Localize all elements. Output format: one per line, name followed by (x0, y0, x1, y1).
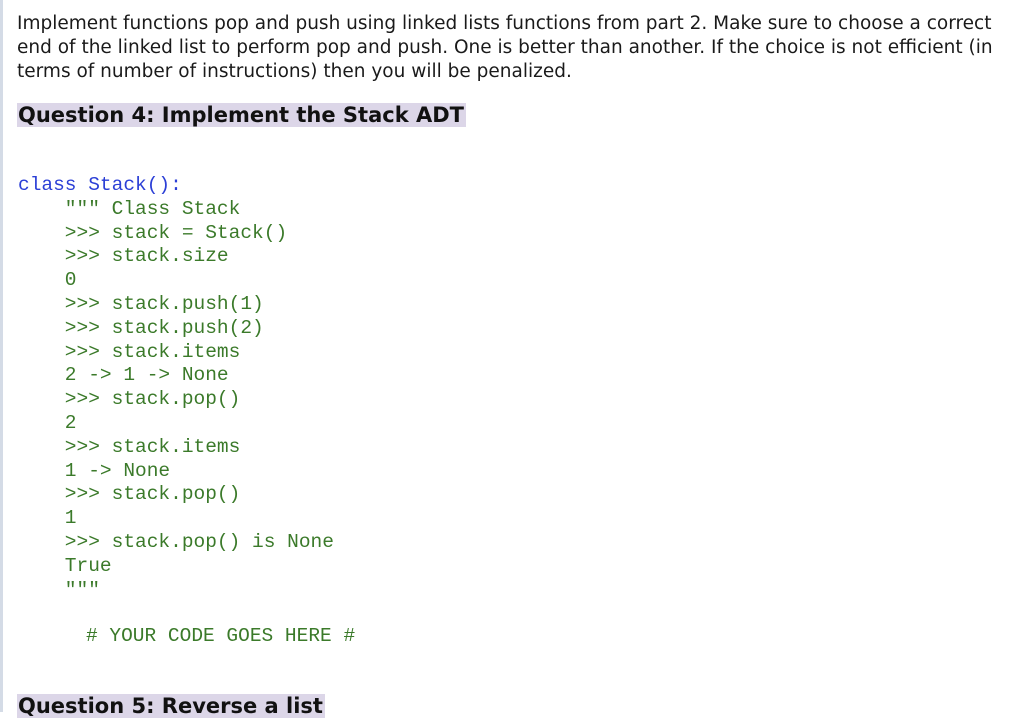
docstring-line: >>> stack.push(2) (18, 316, 264, 339)
docstring-line: 1 -> None (18, 459, 171, 482)
your-code-goes-here-comment: # YOUR CODE GOES HERE # (86, 625, 356, 647)
stack-class-code-block: class Stack(): """ Class Stack >>> stack… (18, 174, 334, 602)
docstring-line: >>> stack = Stack() (18, 221, 288, 244)
docstring-line: """ (18, 578, 100, 601)
question-4-heading: Question 4: Implement the Stack ADT (17, 103, 466, 127)
docstring-line: >>> stack.items (18, 435, 241, 458)
docstring-line: >>> stack.pop() (18, 388, 241, 411)
docstring-line: True (18, 554, 112, 577)
docstring-line: """ Class Stack (18, 197, 241, 220)
docstring-line: >>> stack.pop() is None (18, 530, 334, 553)
class-declaration: class Stack(): (18, 174, 182, 196)
question-5-heading: Question 5: Reverse a list (17, 694, 325, 718)
docstring-line: 2 (18, 411, 77, 434)
instructions-paragraph: Implement functions pop and push using l… (17, 13, 993, 82)
docstring-line: >>> stack.items (18, 340, 241, 363)
docstring-line: 1 (18, 507, 77, 530)
docstring-line: 0 (18, 269, 77, 292)
docstring-line: >>> stack.push(1) (18, 292, 264, 315)
docstring-line: 2 -> 1 -> None (18, 364, 229, 387)
docstring-line: >>> stack.size (18, 245, 229, 268)
docstring-line: >>> stack.pop() (18, 483, 241, 506)
